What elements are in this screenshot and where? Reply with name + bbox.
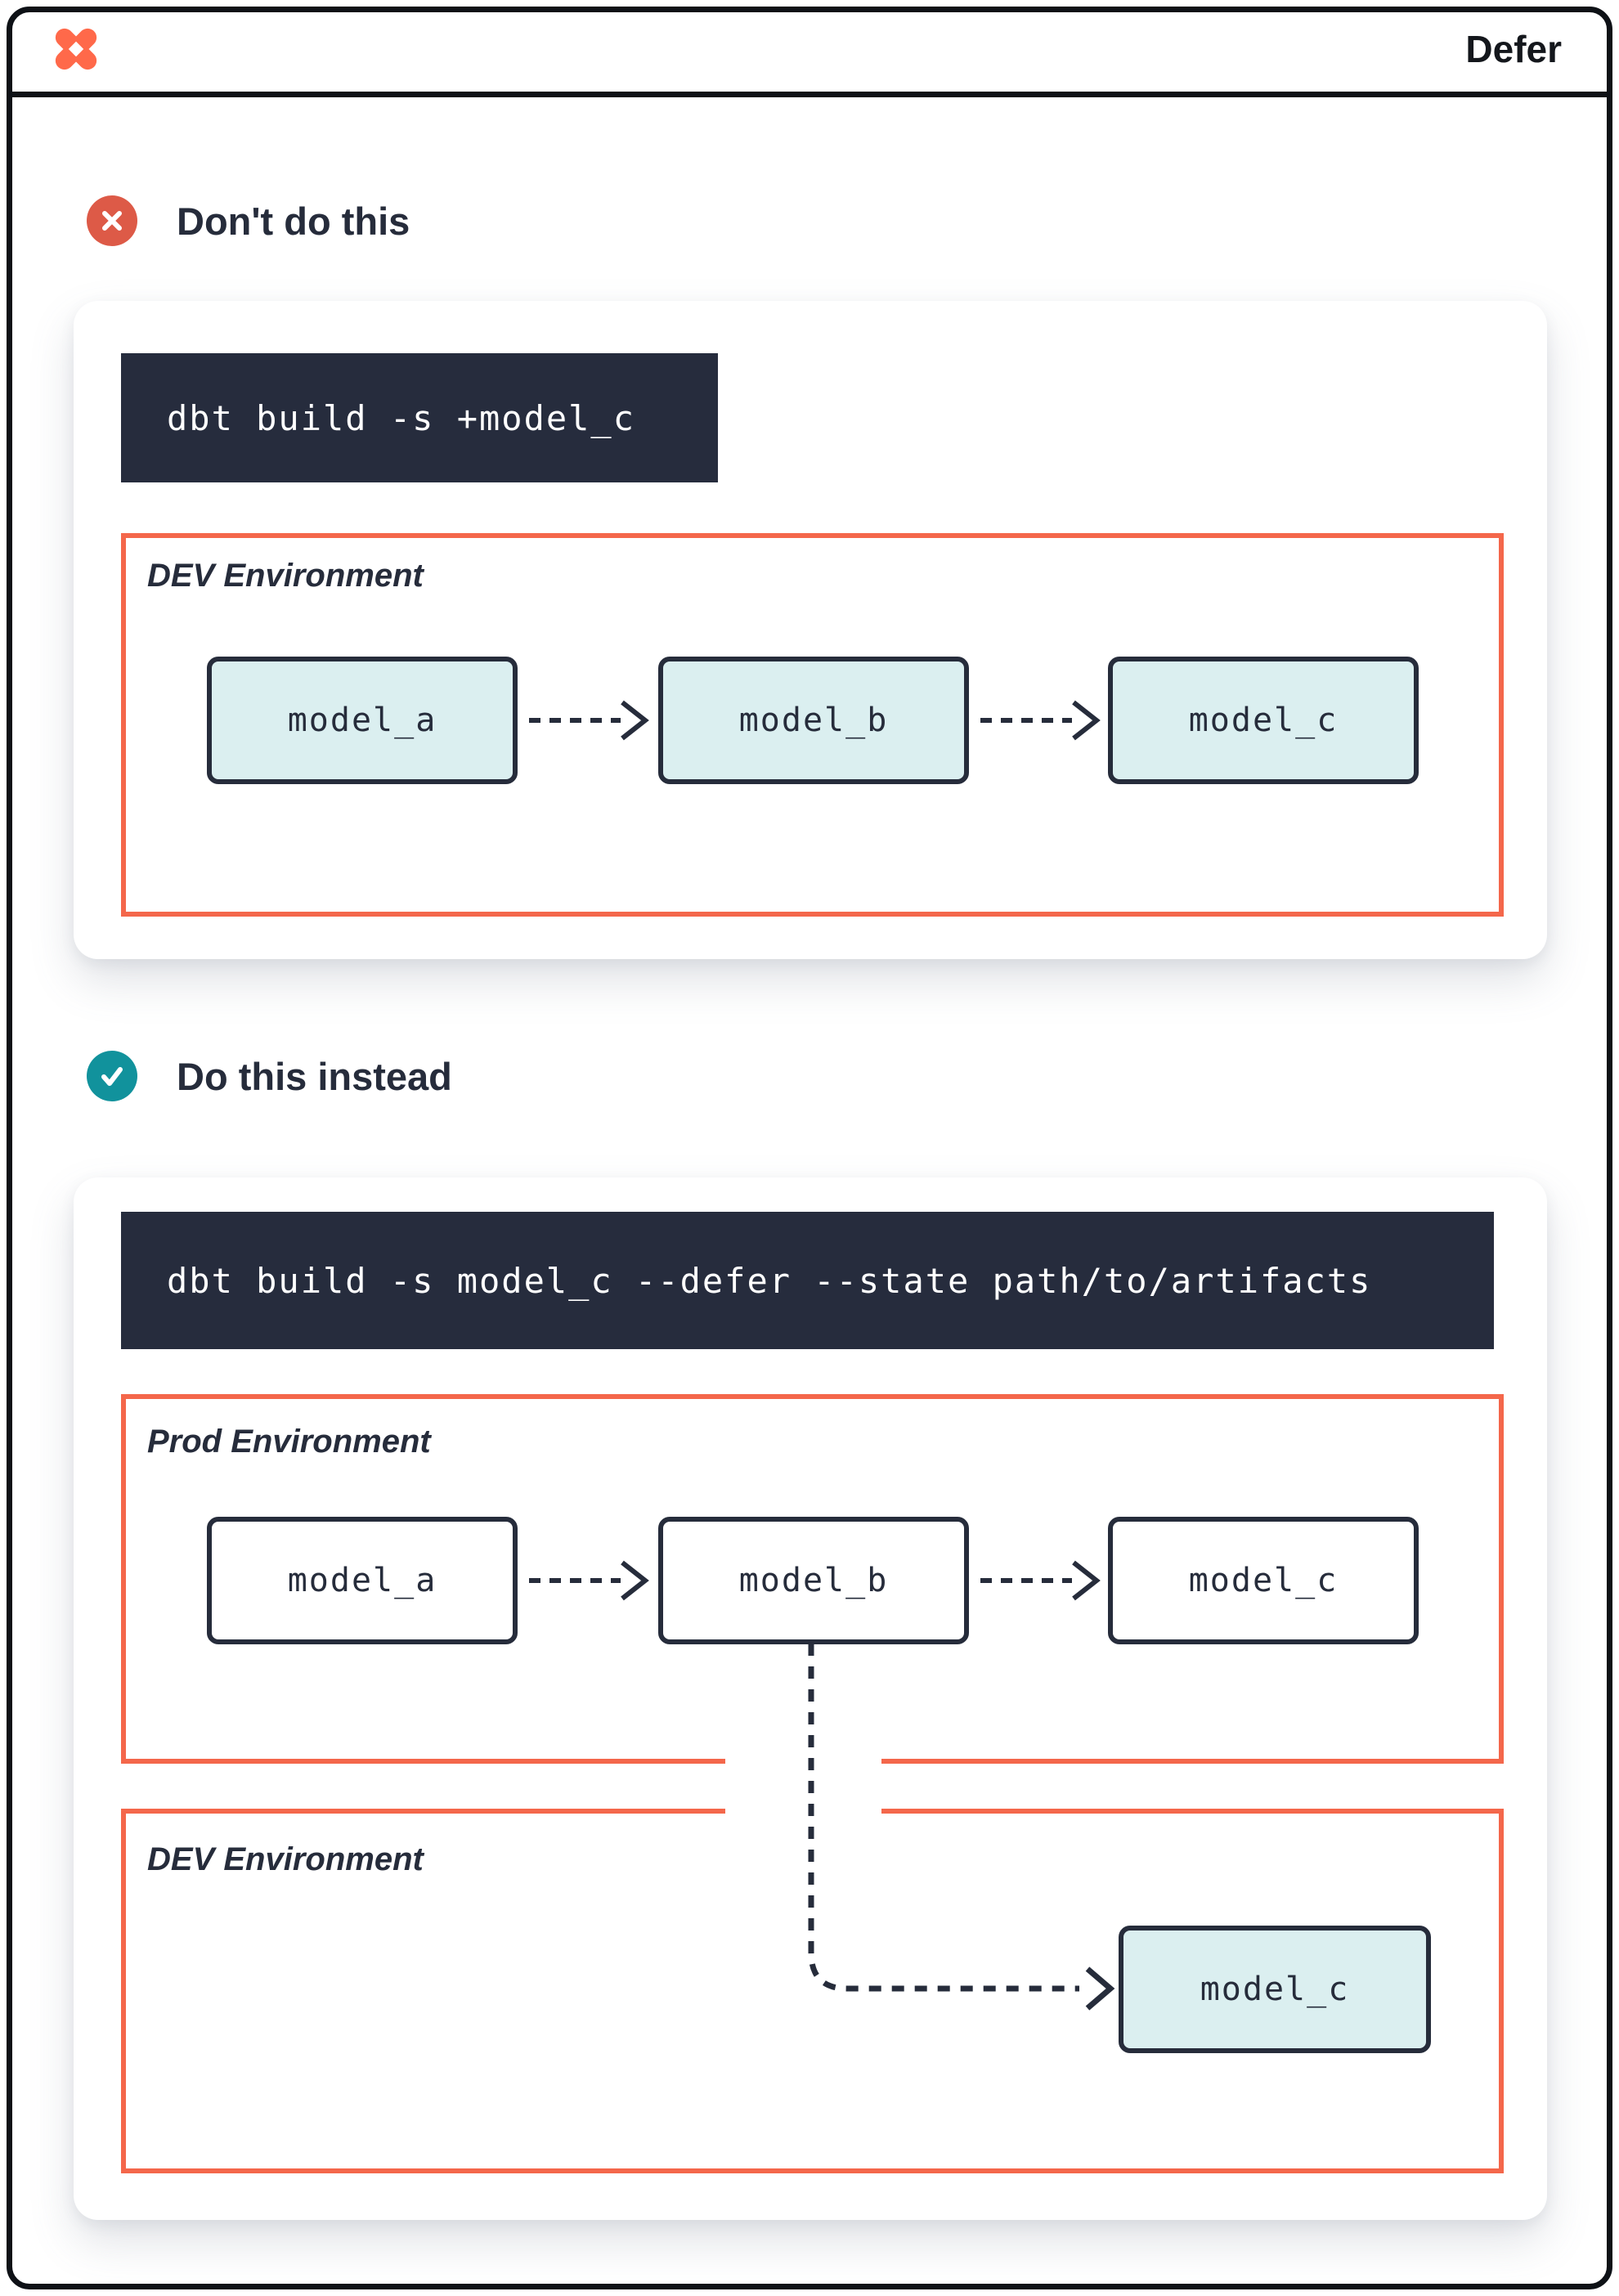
dont-do-this-heading: Don't do this bbox=[87, 195, 410, 246]
code-block: dbt build -s +model_c bbox=[121, 353, 718, 482]
dev-environment-box: DEV Environment model_a model_b model_c bbox=[121, 533, 1504, 917]
model-box: model_a bbox=[207, 1517, 518, 1644]
do-this-instead-heading: Do this instead bbox=[87, 1051, 452, 1101]
x-circle-icon bbox=[87, 195, 137, 246]
model-box: model_c bbox=[1108, 1517, 1419, 1644]
code-block: dbt build -s model_c --defer --state pat… bbox=[121, 1212, 1494, 1349]
env-label: DEV Environment bbox=[147, 1841, 424, 1877]
dashed-arrow-icon bbox=[980, 700, 1101, 741]
dbt-logo-icon bbox=[55, 28, 97, 70]
model-box: model_b bbox=[658, 1517, 969, 1644]
model-box: model_b bbox=[658, 657, 969, 784]
env-label: DEV Environment bbox=[147, 558, 424, 594]
command-text: dbt build -s model_c --defer --state pat… bbox=[167, 1260, 1372, 1301]
model-label: model_b bbox=[738, 1562, 889, 1599]
model-label: model_b bbox=[738, 702, 889, 739]
model-label: model_c bbox=[1200, 1971, 1350, 2008]
dev-environment-box: DEV Environment model_c bbox=[121, 1809, 1504, 2173]
section-heading-text: Don't do this bbox=[177, 199, 410, 243]
model-label: model_c bbox=[1188, 702, 1339, 739]
env-label: Prod Environment bbox=[147, 1424, 431, 1460]
page-title: Defer bbox=[1465, 28, 1562, 70]
dashed-arrow-icon bbox=[529, 1560, 649, 1601]
command-text: dbt build -s +model_c bbox=[167, 397, 636, 438]
model-box: model_a bbox=[207, 657, 518, 784]
check-circle-icon bbox=[87, 1051, 137, 1101]
dashed-arrow-icon bbox=[980, 1560, 1101, 1601]
do-card: dbt build -s model_c --defer --state pat… bbox=[74, 1177, 1547, 2220]
prod-environment-box: Prod Environment model_a model_b model_c bbox=[121, 1394, 1504, 1764]
border-gap bbox=[725, 1759, 881, 1764]
model-box: model_c bbox=[1108, 657, 1419, 784]
dashed-arrow-icon bbox=[529, 700, 649, 741]
section-heading-text: Do this instead bbox=[177, 1054, 452, 1098]
dont-card: dbt build -s +model_c DEV Environment mo… bbox=[74, 301, 1547, 959]
model-label: model_c bbox=[1188, 1562, 1339, 1599]
model-box: model_c bbox=[1119, 1926, 1431, 2053]
model-label: model_a bbox=[287, 702, 437, 739]
header-bar: Defer bbox=[7, 7, 1612, 97]
border-gap bbox=[725, 1809, 881, 1814]
model-label: model_a bbox=[287, 1562, 437, 1599]
